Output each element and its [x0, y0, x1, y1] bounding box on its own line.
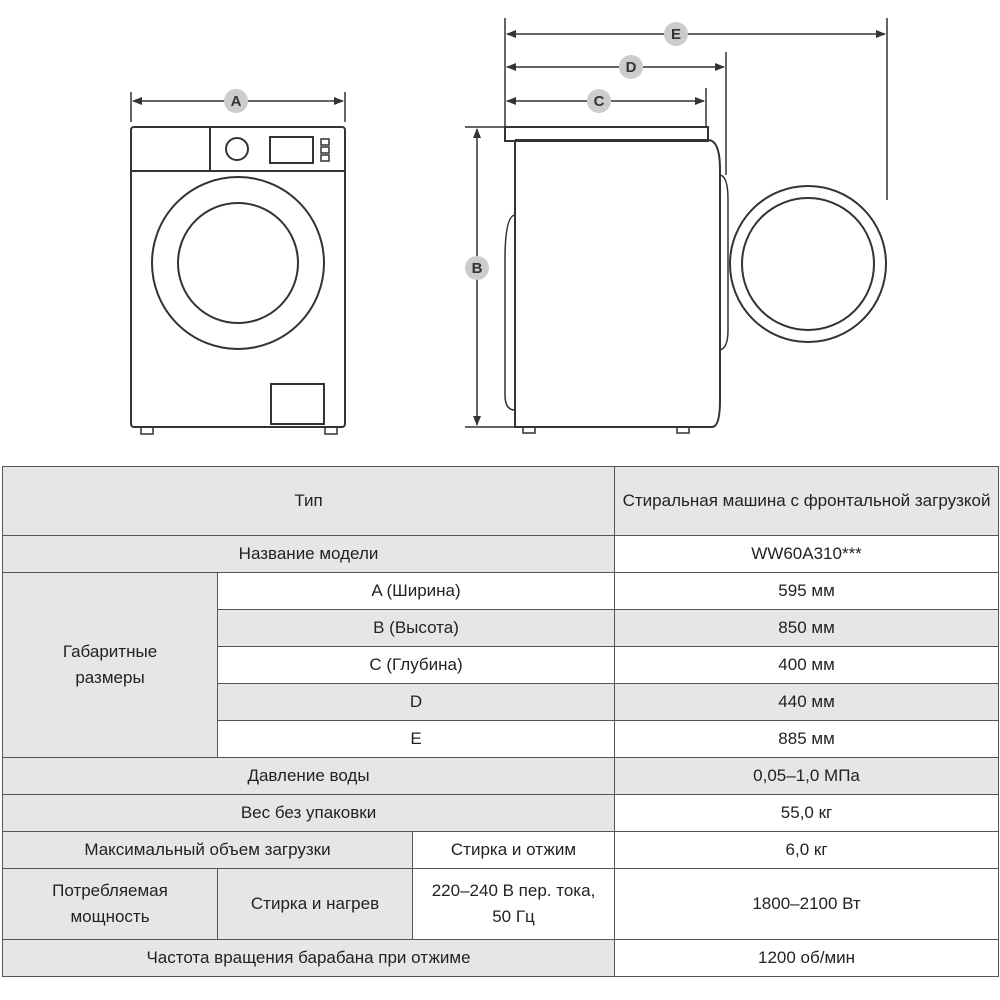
max-load-value: 6,0 кг — [614, 831, 1000, 869]
door-glass — [177, 202, 299, 324]
row-dim-b: B (Высота) 850 мм — [3, 609, 1000, 647]
dim-name: B (Высота) — [216, 609, 616, 647]
weight-value: 55,0 кг — [614, 794, 1000, 832]
side-view — [465, 18, 888, 434]
power-mode: Стирка и нагрев — [217, 868, 413, 940]
spin-value: 1200 об/мин — [614, 939, 1000, 977]
filter-cover — [270, 383, 325, 425]
dimension-drawings: A E D C B — [130, 18, 888, 435]
open-door-outer — [729, 185, 887, 343]
label-b: B — [472, 260, 483, 277]
display-panel — [269, 136, 314, 164]
dim-name: A (Ширина) — [216, 572, 616, 610]
dimensions-label: Габаритные размеры — [2, 572, 218, 758]
label-d: D — [626, 59, 637, 76]
weight-label: Вес без упаковки — [1, 794, 616, 832]
open-door-inner — [741, 197, 875, 331]
side-body — [514, 139, 721, 428]
top-plate — [504, 126, 709, 142]
dim-value: 885 мм — [614, 720, 1000, 758]
row-dim-d: D 440 мм — [3, 683, 1000, 721]
spec-table: Тип Стиральная машина с фронтальной загр… — [1, 466, 1000, 977]
door-outer — [151, 176, 325, 350]
dim-value: 850 мм — [614, 609, 1000, 647]
dim-name: C (Глубина) — [216, 646, 616, 684]
spin-label: Частота вращения барабана при отжиме — [1, 939, 616, 977]
power-supply: 220–240 В пер. тока, 50 Гц — [411, 868, 616, 940]
max-load-mode: Стирка и отжим — [411, 831, 616, 869]
row-weight: Вес без упаковки 55,0 кг — [1, 794, 1000, 832]
dim-value: 440 мм — [614, 683, 1000, 721]
model-value: WW60A310*** — [614, 535, 1000, 573]
max-load-label: Максимальный объем загрузки — [2, 831, 413, 869]
row-dim-a: Габаритные размеры A (Ширина) 595 мм — [2, 572, 1000, 758]
row-model: Название модели WW60A310*** — [1, 535, 1000, 573]
dim-value: 595 мм — [614, 572, 1000, 610]
dim-value: 400 мм — [614, 646, 1000, 684]
power-label: Потребляемая мощность — [2, 868, 218, 940]
front-view — [130, 92, 346, 435]
label-c: C — [594, 93, 605, 110]
dim-name: E — [216, 720, 616, 758]
control-knob — [225, 137, 249, 161]
row-power: Потребляемая мощность Стирка и нагрев 22… — [2, 868, 1000, 940]
row-type: Тип Стиральная машина с фронтальной загр… — [1, 466, 1000, 536]
water-pressure-label: Давление воды — [1, 757, 616, 795]
row-spin-speed: Частота вращения барабана при отжиме 120… — [1, 939, 1000, 977]
row-max-load: Максимальный объем загрузки Стирка и отж… — [2, 831, 1000, 869]
model-label: Название модели — [1, 535, 616, 573]
type-value: Стиральная машина с фронтальной загрузко… — [614, 466, 1000, 536]
water-pressure-value: 0,05–1,0 МПа — [614, 757, 1000, 795]
label-e: E — [671, 26, 681, 43]
dim-name: D — [216, 683, 616, 721]
power-value: 1800–2100 Вт — [614, 868, 1000, 940]
type-label: Тип — [1, 466, 616, 536]
row-dim-e: E 885 мм — [3, 720, 1000, 758]
label-a: A — [231, 93, 242, 110]
row-water-pressure: Давление воды 0,05–1,0 МПа — [1, 757, 1000, 795]
